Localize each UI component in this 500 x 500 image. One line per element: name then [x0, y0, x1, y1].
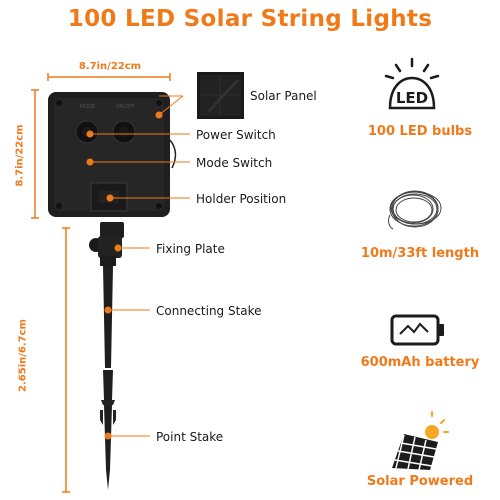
length-feature-text: 10m/33ft length	[360, 246, 480, 261]
svg-text:MODE: MODE	[80, 104, 95, 110]
power-switch-label: Power Switch	[196, 128, 276, 142]
dimension-lines	[31, 73, 171, 493]
svg-text:ON/OFF: ON/OFF	[116, 104, 135, 110]
connecting-stake-label: Connecting Stake	[156, 304, 262, 318]
box-height-dimension: 8.7in/22cm	[14, 124, 26, 187]
fixing-plate	[89, 222, 124, 258]
leader-lines	[86, 95, 190, 440]
wire-coil-icon	[385, 185, 443, 237]
stake-length-dimension: 2.65in/6.7cm	[17, 319, 29, 392]
mode-switch-label: Mode Switch	[196, 156, 273, 170]
solar-feature-text: Solar Powered	[366, 474, 474, 489]
box-width-dimension: 8.7in/22cm	[78, 61, 142, 72]
solar-control-box: MODE ON/OFF	[48, 92, 177, 217]
led-bulb-icon: LED	[382, 56, 442, 116]
solar-panel-icon	[388, 410, 450, 476]
page-title: 100 LED Solar String Lights	[67, 6, 433, 32]
led-badge-text: LED	[396, 89, 428, 107]
holder-position-label: Holder Position	[196, 192, 287, 206]
solar-panel-label: Solar Panel	[250, 89, 317, 103]
battery-feature-text: 600mAh battery	[360, 355, 480, 370]
battery-icon	[390, 312, 446, 352]
solar-panel-thumbnail	[197, 72, 244, 119]
point-stake-label: Point Stake	[156, 430, 224, 444]
connecting-stake	[100, 256, 116, 368]
point-stake	[100, 370, 116, 490]
bulbs-feature-text: 100 LED bulbs	[367, 124, 473, 139]
fixing-plate-label: Fixing Plate	[156, 242, 225, 256]
